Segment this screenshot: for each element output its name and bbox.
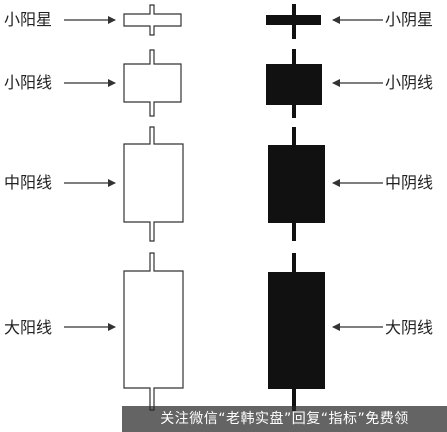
small-yang-line-shape xyxy=(123,49,182,117)
medium-yang-line-shape xyxy=(123,126,184,242)
large-yin-line-label: 大阴线 xyxy=(385,318,433,337)
medium-yin-line-label: 中阴线 xyxy=(385,173,433,192)
small-yin-line-body xyxy=(266,64,322,105)
medium-yang-line-label: 中阳线 xyxy=(4,173,52,192)
small-yang-line-label: 小阳线 xyxy=(4,73,52,92)
large-yin-line-body xyxy=(268,272,325,389)
small-yin-star-candle: 小阴星 xyxy=(266,4,433,39)
large-yang-line-shape xyxy=(123,252,184,411)
watermark-banner: 关注微信“老韩实盘”回复“指标”免费领 xyxy=(122,406,447,432)
small-yin-star-body xyxy=(266,15,321,25)
small-yin-line-candle: 小阴线 xyxy=(266,49,433,118)
medium-yang-line-candle: 中阳线 xyxy=(4,126,184,242)
small-yang-star-label: 小阳星 xyxy=(4,10,52,29)
large-yang-line-label: 大阳线 xyxy=(4,318,52,337)
medium-yin-line-body xyxy=(268,145,325,223)
small-yang-line-candle: 小阳线 xyxy=(4,49,182,117)
small-yang-star-shape xyxy=(123,4,182,36)
medium-yin-line-candle: 中阴线 xyxy=(268,127,433,241)
small-yin-star-label: 小阴星 xyxy=(385,10,433,29)
small-yang-star-candle: 小阳星 xyxy=(4,4,182,36)
small-yin-line-label: 小阴线 xyxy=(385,73,433,92)
large-yang-line-candle: 大阳线 xyxy=(4,252,184,411)
large-yin-line-candle: 大阴线 xyxy=(268,253,433,411)
